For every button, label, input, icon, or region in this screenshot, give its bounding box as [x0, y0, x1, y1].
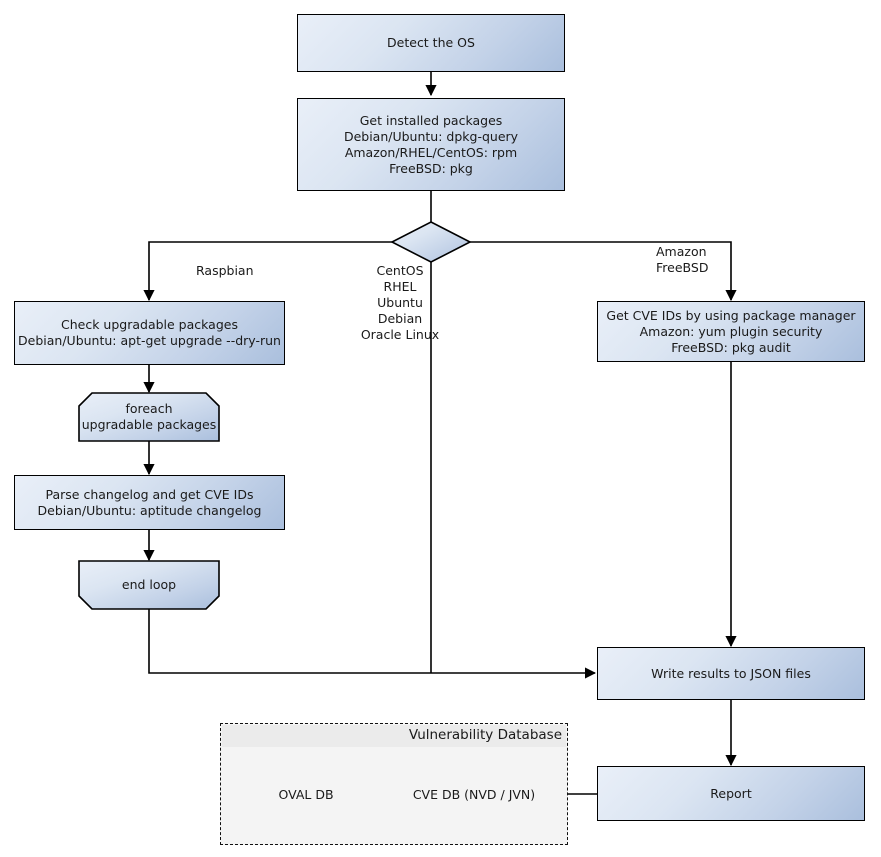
- node-end-loop-label: end loop: [121, 577, 177, 592]
- node-foreach-loop-label: foreach upgradable packages: [81, 401, 217, 432]
- edge-label-left-branch: Raspbian: [196, 263, 254, 278]
- node-report[interactable]: Report: [597, 766, 865, 821]
- node-detect-os-label: Detect the OS: [387, 35, 475, 50]
- edge-label-right-branch: Amazon FreeBSD: [656, 244, 709, 275]
- endloop-shape: [78, 560, 220, 610]
- node-report-label: Report: [710, 785, 752, 801]
- edge-decision-right: [467, 241, 737, 302]
- node-get-installed-packages[interactable]: Get installed packages Debian/Ubuntu: dp…: [297, 98, 565, 191]
- edge-endloop-to-write: [148, 609, 597, 679]
- edge-decision-left: [143, 241, 395, 302]
- node-write-results-label: Write results to JSON files: [651, 665, 811, 681]
- node-write-results[interactable]: Write results to JSON files: [597, 647, 865, 700]
- node-get-cve-ids-label: Get CVE IDs by using package manager Ama…: [606, 307, 856, 355]
- node-get-cve-ids[interactable]: Get CVE IDs by using package manager Ama…: [597, 301, 865, 362]
- node-detect-os[interactable]: Detect the OS: [297, 14, 565, 72]
- vulnerability-database-title: Vulnerability Database: [408, 727, 562, 743]
- vulnerability-database-header-band: [222, 725, 566, 747]
- node-end-loop[interactable]: end loop: [79, 561, 219, 609]
- node-foreach-loop[interactable]: foreach upgradable packages: [79, 393, 219, 441]
- edge-label-center-branch: CentOS RHEL Ubuntu Debian Oracle Linux: [360, 263, 440, 342]
- oval-db-label: OVAL DB: [278, 787, 334, 802]
- node-parse-changelog[interactable]: Parse changelog and get CVE IDs Debian/U…: [14, 475, 285, 530]
- node-check-upgradable[interactable]: Check upgradable packages Debian/Ubuntu:…: [14, 301, 285, 365]
- foreach-shape: [78, 392, 220, 442]
- decision-diamond: [390, 221, 472, 263]
- node-get-installed-packages-label: Get installed packages Debian/Ubuntu: dp…: [343, 112, 519, 176]
- node-check-upgradable-label: Check upgradable packages Debian/Ubuntu:…: [18, 317, 281, 348]
- cve-db-label: CVE DB (NVD / JVN): [412, 787, 536, 802]
- node-parse-changelog-label: Parse changelog and get CVE IDs Debian/U…: [37, 486, 262, 518]
